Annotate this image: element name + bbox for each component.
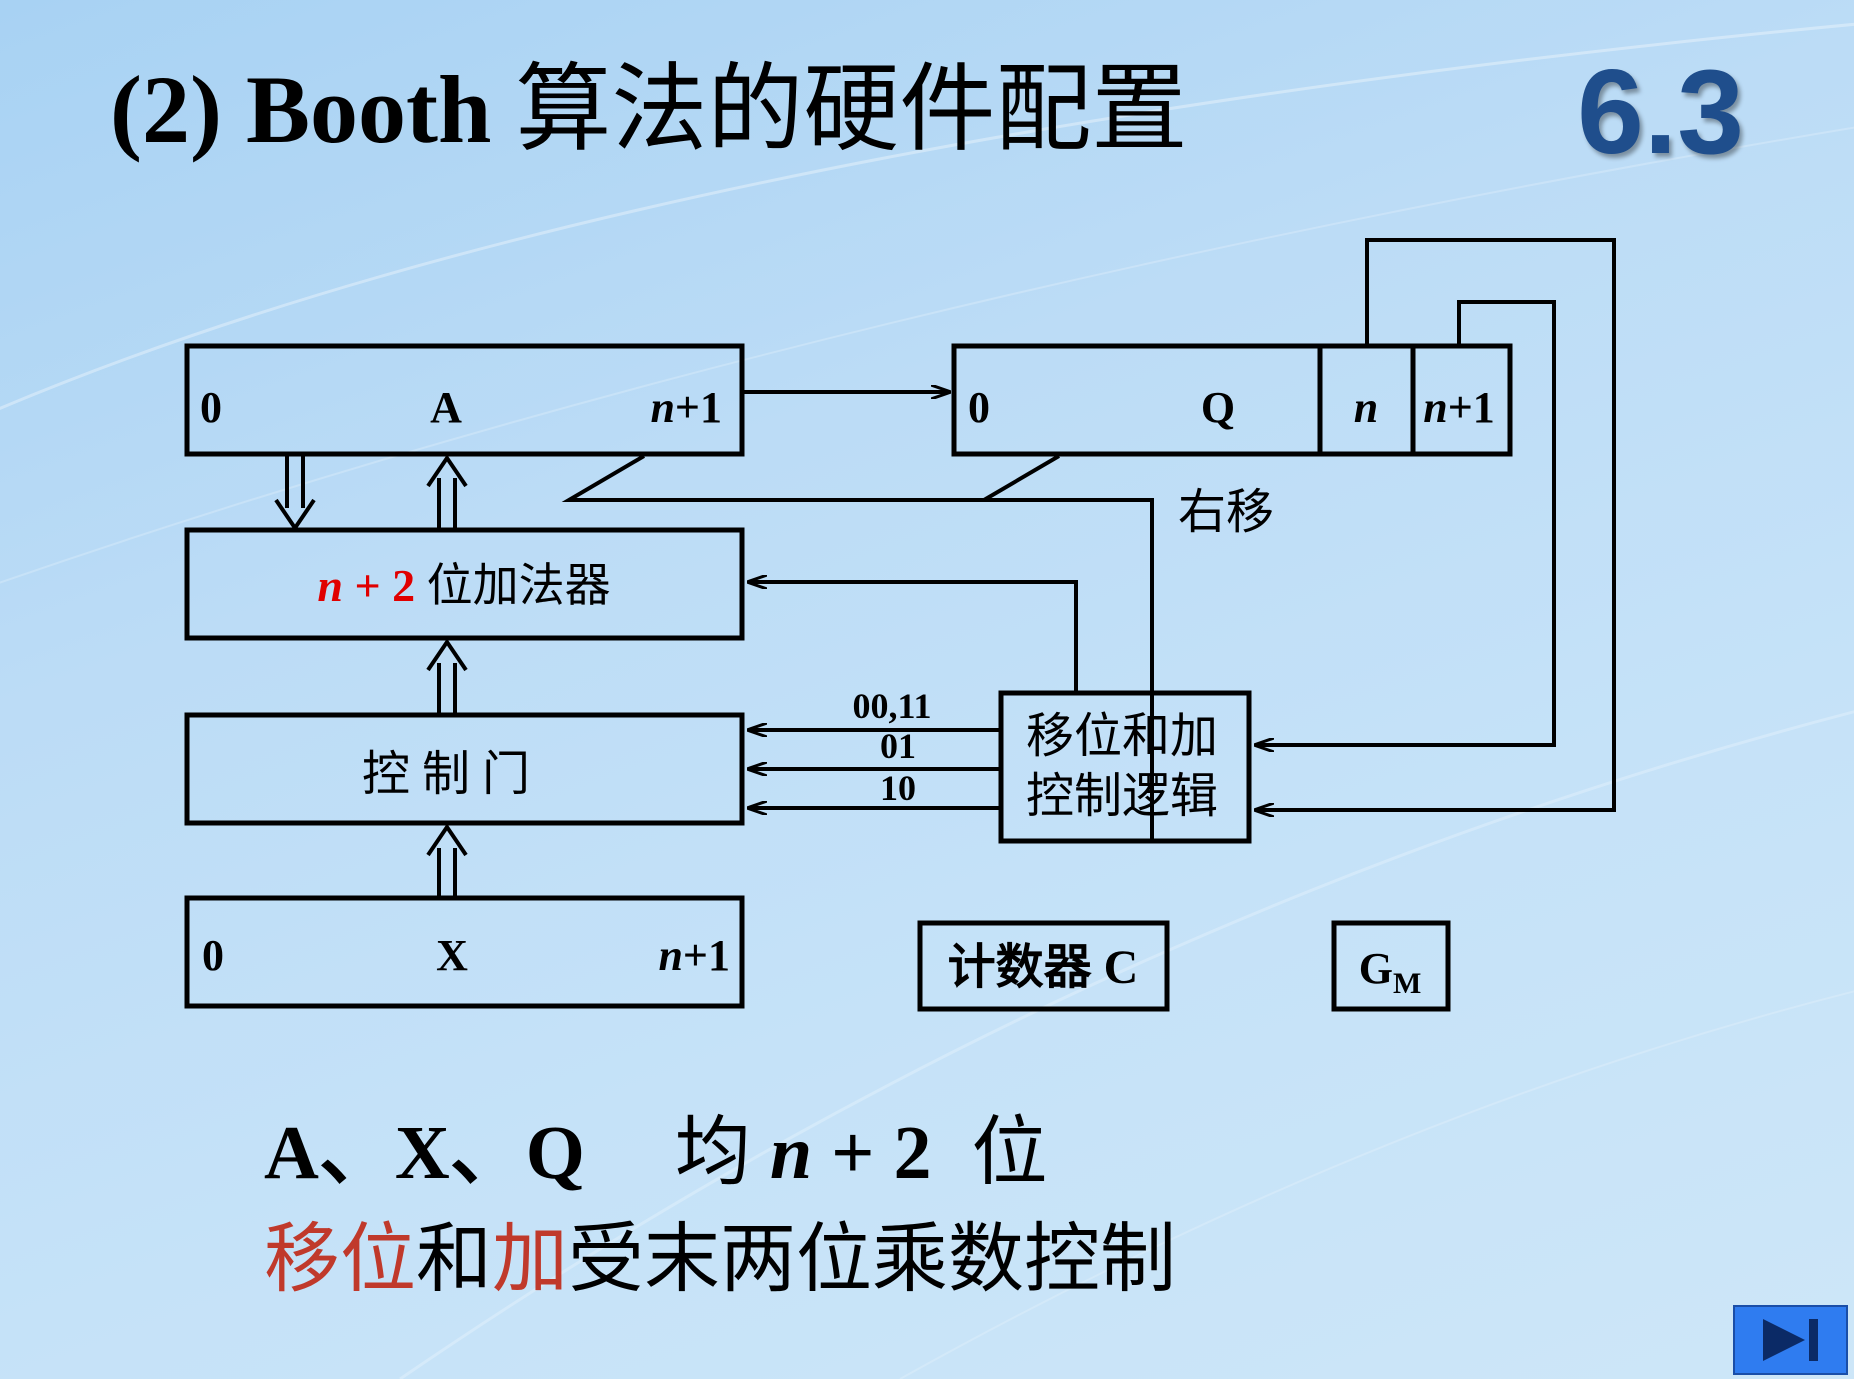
logic-to-adder-arrow <box>748 582 1078 693</box>
register-x-box <box>184 895 745 1009</box>
reg-a-bit0: 0 <box>200 383 222 432</box>
counter-box <box>917 920 1170 1012</box>
section-number: 6.3 <box>1577 45 1744 179</box>
reg-q-bit-n1: n+1 <box>1423 383 1495 432</box>
signal-label-10: 10 <box>880 768 916 808</box>
a-to-adder-double-arrow <box>274 456 316 532</box>
logic-label-line1: 移位和加 <box>1026 710 1218 763</box>
note-control-rule: 移位和加受末两位乘数控制 <box>264 1222 1176 1298</box>
control-gate-box <box>184 712 745 826</box>
x-to-gate-double-arrow <box>426 823 468 896</box>
gate-to-adder-double-arrow <box>426 638 468 713</box>
adder-to-a-double-arrow <box>426 454 468 528</box>
note-plus2: + 2 <box>812 1111 932 1195</box>
register-q-box <box>951 343 1513 457</box>
reg-x-bit0: 0 <box>202 931 224 980</box>
counter-label: 计数器 C <box>948 941 1139 994</box>
note-shift-word: 移位 <box>264 1218 416 1302</box>
gm-label: GM <box>1359 944 1422 1000</box>
bit-n-feedback <box>1255 238 1616 810</box>
adder-box <box>184 527 745 641</box>
shift-right-label: 右移 <box>1178 486 1274 539</box>
adder-label: n + 2 位加法器 <box>317 560 610 611</box>
note-mid: 均 <box>674 1111 770 1195</box>
next-slide-button[interactable] <box>1733 1305 1848 1375</box>
reg-x-msb: n+1 <box>658 931 730 980</box>
bit-n1-feedback <box>1255 300 1556 745</box>
next-end-icon <box>1763 1319 1818 1361</box>
logic-label-line2: 控制逻辑 <box>1026 770 1218 823</box>
control-gate-label: 控 制 门 <box>362 748 530 801</box>
reg-a-msb: n+1 <box>650 383 722 432</box>
reg-x-name: X <box>436 931 468 980</box>
note-n: n <box>769 1111 813 1195</box>
register-a-box <box>184 343 745 457</box>
reg-q-name: Q <box>1201 383 1235 432</box>
reg-a-name: A <box>430 383 462 432</box>
note-regs: A、X、Q <box>264 1111 585 1195</box>
note-add-word: 加 <box>492 1218 568 1302</box>
signal-label-01: 01 <box>880 726 916 766</box>
shift-control-line <box>561 454 1154 841</box>
note-rest: 受末两位乘数控制 <box>568 1218 1176 1302</box>
gm-box <box>1331 920 1451 1012</box>
reg-q-bit0: 0 <box>968 383 990 432</box>
note-end: 位 <box>971 1111 1048 1195</box>
signal-label-00-11: 00,11 <box>852 686 931 726</box>
title-prefix: (2) Booth <box>110 56 516 163</box>
slide-title: (2) Booth 算法的硬件配置 <box>110 62 1187 158</box>
note-and-word: 和 <box>416 1218 492 1302</box>
reg-q-bit-n: n <box>1354 383 1378 432</box>
title-suffix: 算法的硬件配置 <box>515 56 1188 163</box>
